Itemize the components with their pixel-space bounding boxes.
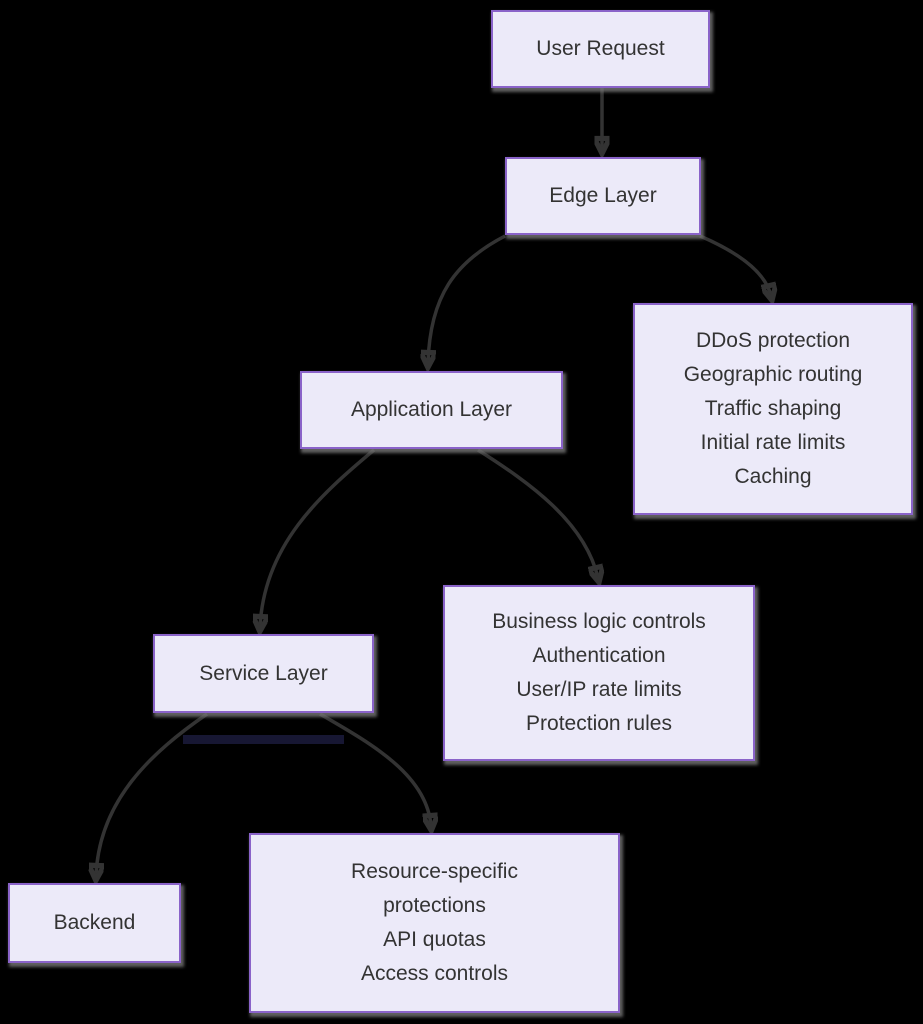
node-edge-layer: Edge Layer [505,157,701,235]
edge-edge-layer-to-application-layer [428,234,506,363]
annotation-line: User/IP rate limits [516,678,682,701]
annotation-line: Geographic routing [683,363,863,386]
node-edge-layer-label: Edge Layer [549,184,657,207]
edge-edge-layer-to-edge-annotations [699,234,771,296]
annotation-line: Caching [734,465,812,488]
annotation-line: protections [383,894,486,917]
annotation-line: Authentication [532,644,666,667]
edge-application-layer-to-application-annotations [477,448,598,578]
annotation-line: DDoS protection [695,329,851,352]
edge-application-layer-to-service-layer [260,448,376,627]
node-user-request-label: User Request [536,37,665,60]
node-backend-label: Backend [53,911,136,934]
node-application-annotations: Business logic controls Authentication U… [443,585,755,761]
node-user-request: User Request [491,10,710,88]
edge-label-bar [183,735,344,744]
node-application-layer-label: Application Layer [350,398,513,421]
annotation-line: API quotas [383,928,486,951]
annotation-line: Business logic controls [492,610,706,633]
node-application-layer: Application Layer [300,371,563,449]
edge-service-layer-to-service-annotations [319,712,431,826]
annotation-line: Resource-specific [351,860,518,883]
node-service-layer: Service Layer [153,634,374,713]
annotation-line: Initial rate limits [700,431,846,454]
node-service-annotations: Resource-specific protections API quotas… [249,833,620,1013]
annotation-line: Traffic shaping [704,397,842,420]
edge-service-layer-to-backend [96,712,208,876]
node-edge-annotations: DDoS protection Geographic routing Traff… [633,303,913,515]
annotation-line: Access controls [360,962,509,985]
node-backend: Backend [8,883,181,963]
annotation-line: Protection rules [526,712,672,735]
node-service-layer-label: Service Layer [199,661,328,685]
